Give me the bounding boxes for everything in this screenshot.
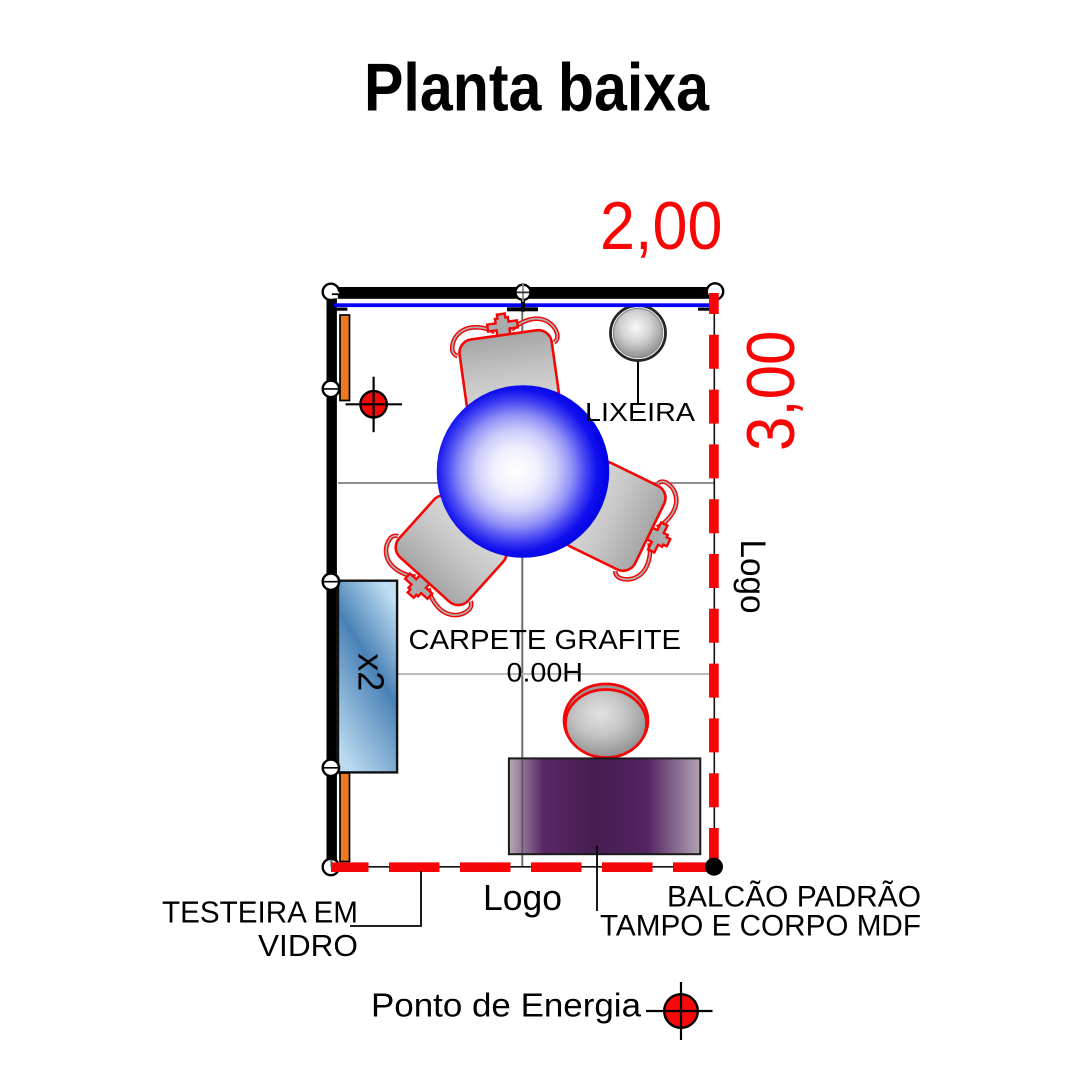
svg-text:0.00H: 0.00H <box>507 658 584 688</box>
svg-text:Logo: Logo <box>733 540 772 614</box>
svg-text:TAMPO E CORPO MDF: TAMPO E CORPO MDF <box>600 910 921 943</box>
svg-text:Logo: Logo <box>483 877 562 918</box>
svg-text:LIXEIRA: LIXEIRA <box>585 397 696 427</box>
svg-text:2,00: 2,00 <box>600 188 723 264</box>
svg-text:VIDRO: VIDRO <box>258 928 358 963</box>
svg-text:Planta baixa: Planta baixa <box>364 50 710 126</box>
svg-text:x2: x2 <box>351 653 392 691</box>
svg-text:TESTEIRA EM: TESTEIRA EM <box>162 895 358 930</box>
svg-text:CARPETE GRAFITE: CARPETE GRAFITE <box>409 624 682 655</box>
svg-text:Ponto de Energia: Ponto de Energia <box>371 987 642 1024</box>
svg-text:BALCÃO PADRÃO: BALCÃO PADRÃO <box>667 880 921 914</box>
svg-text:3,00: 3,00 <box>733 331 809 452</box>
